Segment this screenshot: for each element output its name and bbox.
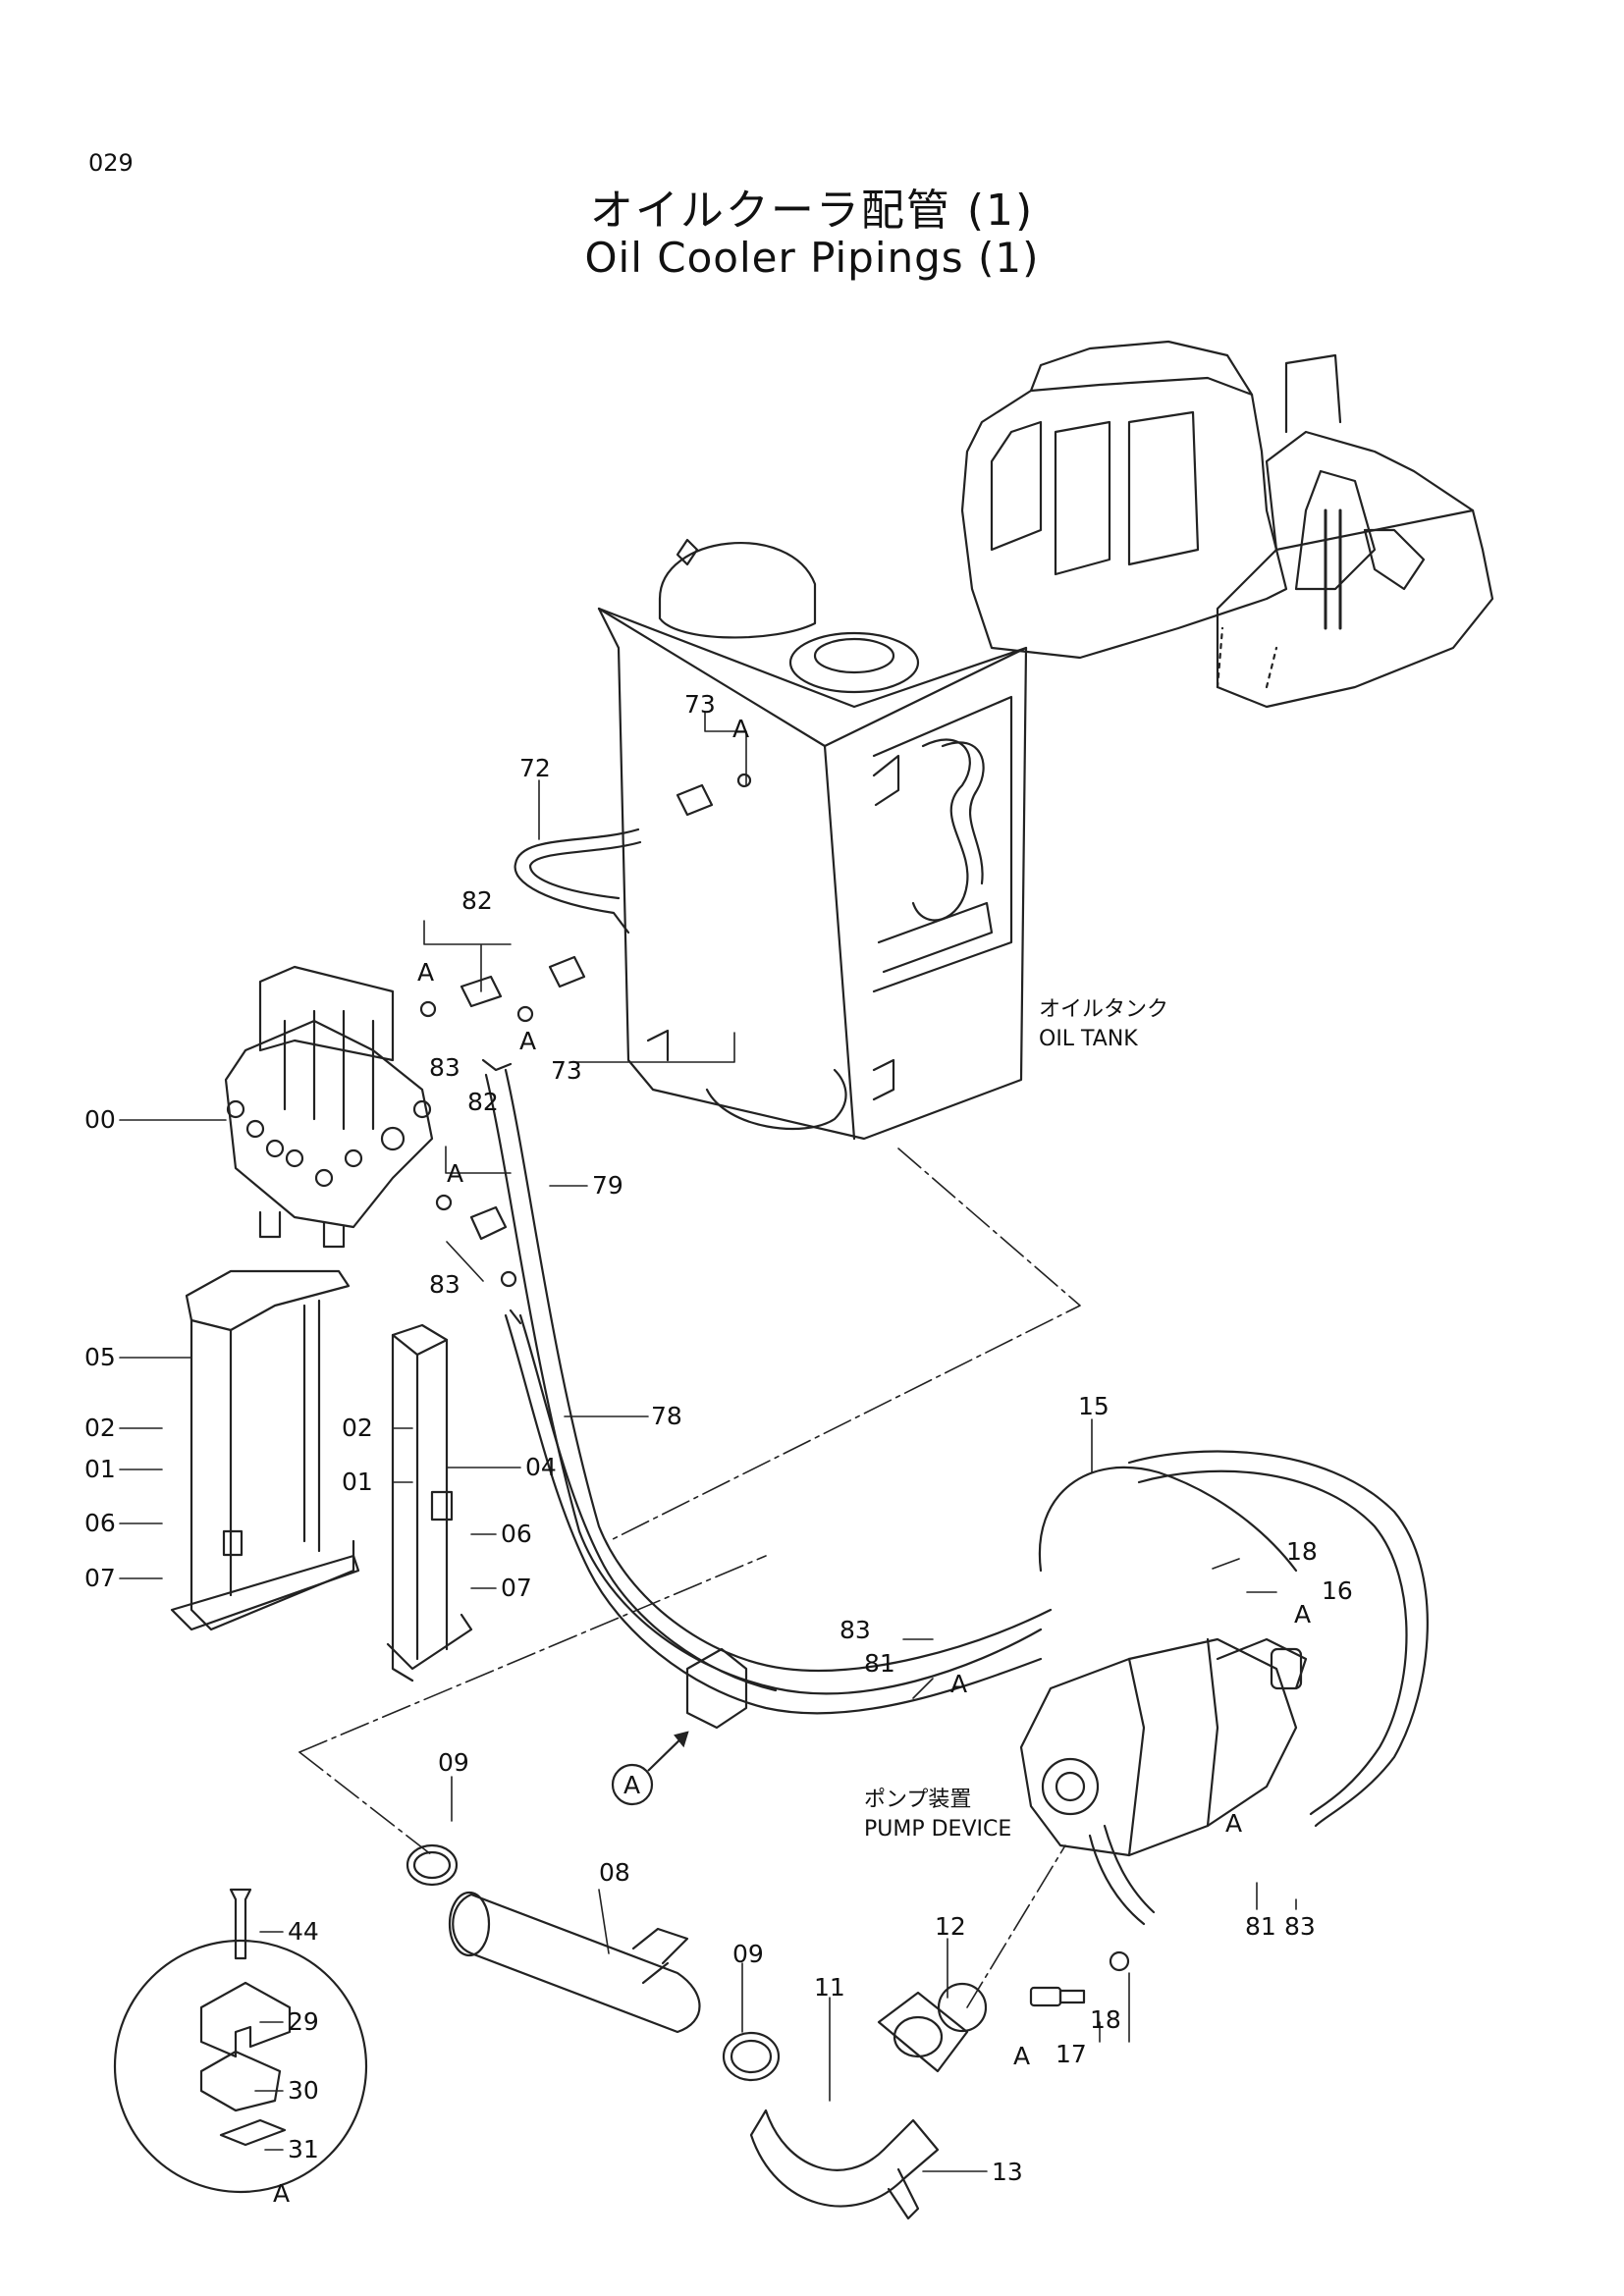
part-number-82: 82 (461, 886, 493, 915)
part-number-06: 06 (84, 1509, 116, 1537)
ref-mark-a: A (1225, 1809, 1243, 1838)
oil-tank-label-ja: オイルタンク (1039, 997, 1169, 1022)
part-number-12: 12 (935, 1912, 966, 1941)
part-number-02: 02 (342, 1414, 373, 1442)
ref-mark-a: A (447, 1159, 464, 1188)
part-number-06: 06 (501, 1520, 532, 1548)
bracket-04-drawing (386, 1323, 473, 1682)
part-number-11: 11 (814, 1973, 845, 2002)
hose-72-drawing (514, 828, 642, 934)
ref-mark-a: A (732, 715, 750, 743)
part-number-00: 00 (84, 1105, 116, 1134)
part-number-01: 01 (84, 1455, 116, 1483)
part-number-18: 18 (1286, 1537, 1318, 1566)
view-a-arrow (611, 1731, 689, 1806)
hose-78-79-drawing (481, 1058, 1053, 1730)
page-title-english: Oil Cooler Pipings (1) (584, 234, 1040, 282)
part-number-44: 44 (288, 1917, 319, 1946)
ref-mark-a: A (519, 1027, 537, 1055)
part-number-79: 79 (592, 1171, 623, 1200)
part-number-04: 04 (525, 1453, 557, 1481)
pump-device-drawing (1019, 1637, 1308, 1857)
view-a-circle-label: A (623, 1771, 641, 1799)
part-number-17: 17 (1056, 2040, 1087, 2068)
part-number-72: 72 (519, 754, 551, 782)
ref-mark-a: A (417, 958, 435, 987)
fitting-17-drawing (1029, 1950, 1130, 2007)
part-number-09: 09 (732, 1940, 764, 1968)
part-number-83: 83 (429, 1053, 460, 1082)
part-number-73: 73 (684, 690, 716, 719)
suction-hose-drawing (406, 1843, 988, 2220)
part-number-13: 13 (992, 2158, 1023, 2186)
detail-a-label: A (273, 2179, 291, 2208)
detail-a-circle (113, 1888, 368, 2194)
part-number-07: 07 (84, 1564, 116, 1592)
page-title-japanese: オイルクーラ配管 (1) (589, 186, 1035, 236)
part-number-08: 08 (599, 1858, 630, 1887)
control-valve-drawing (224, 965, 434, 1249)
leader-lines (119, 711, 1297, 2172)
part-number-16: 16 (1322, 1576, 1353, 1605)
fittings-82-83-drawing (419, 773, 752, 1288)
bracket-05-drawing (170, 1269, 360, 1631)
part-number-01: 01 (342, 1468, 373, 1496)
oil-tank-drawing (597, 538, 1028, 1141)
part-number-05: 05 (84, 1343, 116, 1371)
part-number-82: 82 (467, 1088, 499, 1116)
hose-15-drawing (1038, 1450, 1429, 1926)
part-number-07: 07 (501, 1574, 532, 1602)
excavator-overview-drawing (960, 340, 1494, 709)
connection-lines (298, 1148, 1081, 2008)
part-number-73: 73 (551, 1056, 582, 1085)
ref-mark-a: A (950, 1670, 968, 1698)
part-number-09: 09 (438, 1748, 469, 1777)
part-number-15: 15 (1078, 1392, 1110, 1420)
part-number-81: 81 (1245, 1912, 1276, 1941)
oil-tank-label-en: OIL TANK (1039, 1027, 1138, 1051)
pump-device-label-en: PUMP DEVICE (864, 1817, 1012, 1842)
part-number-83: 83 (1284, 1912, 1316, 1941)
pump-device-label-ja: ポンプ装置 (864, 1788, 972, 1812)
part-number-78: 78 (651, 1402, 682, 1430)
part-number-30: 30 (288, 2076, 319, 2105)
part-number-29: 29 (288, 2007, 319, 2036)
part-number-81: 81 (864, 1649, 895, 1678)
part-number-02: 02 (84, 1414, 116, 1442)
part-number-31: 31 (288, 2135, 319, 2163)
part-number-83: 83 (839, 1616, 871, 1644)
page-number: 029 (88, 149, 134, 177)
ref-mark-a: A (1294, 1600, 1312, 1629)
part-number-18: 18 (1090, 2005, 1121, 2034)
ref-mark-a: A (1013, 2042, 1031, 2070)
part-number-83: 83 (429, 1270, 460, 1299)
